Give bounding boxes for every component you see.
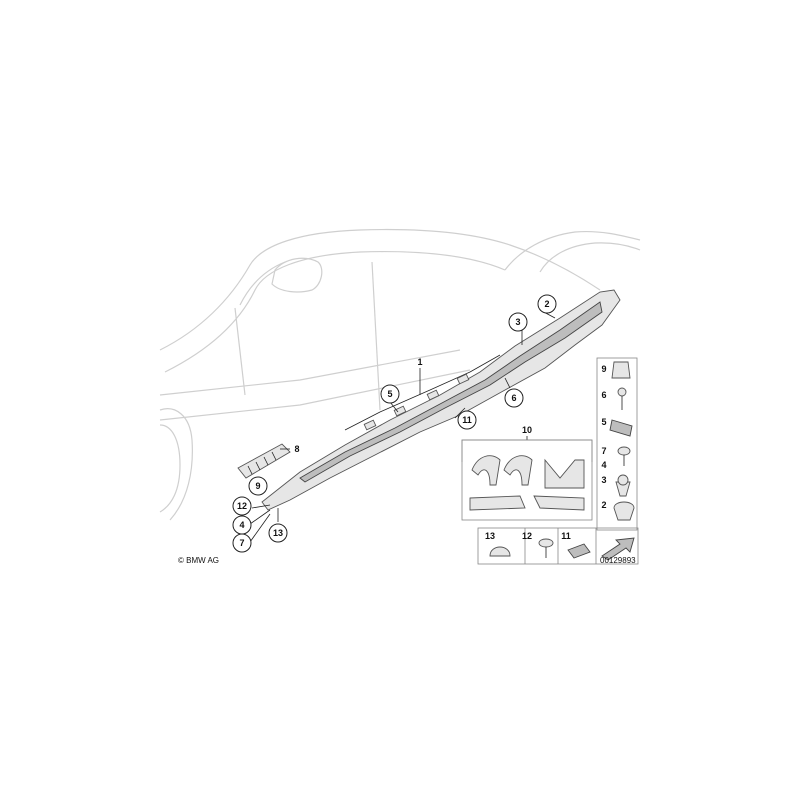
- diagram-id: 00129893: [600, 556, 636, 565]
- svg-text:13: 13: [485, 531, 495, 541]
- svg-text:9: 9: [601, 364, 606, 374]
- callout-3: 3: [508, 312, 528, 332]
- callout-9-label: 9: [255, 481, 260, 491]
- svg-text:5: 5: [601, 417, 606, 427]
- callout-4: 4: [232, 515, 252, 535]
- callout-7: 7: [232, 533, 252, 553]
- callout-1-label: 1: [417, 357, 422, 367]
- copyright-text: © BMW AG: [178, 556, 219, 565]
- fastener-2: 2: [601, 500, 635, 521]
- svg-text:6: 6: [601, 390, 606, 400]
- bottom-part-12: 12: [522, 531, 554, 558]
- callout-12: 12: [232, 496, 252, 516]
- fastener-7: 7: [601, 446, 631, 466]
- fastener-5: 5: [601, 417, 633, 437]
- clip-slots: [363, 373, 470, 431]
- callout-8-label: 8: [294, 444, 299, 454]
- bracket-part-8: [237, 443, 291, 479]
- callout-13: 13: [268, 523, 288, 543]
- callout-7-label: 7: [239, 538, 244, 548]
- callout-12-label: 12: [237, 501, 247, 511]
- bottom-row: 13 12 11: [477, 527, 639, 565]
- kit-box-10: 10: [461, 425, 593, 521]
- callout-8: 8: [294, 444, 299, 454]
- fastener-6: 6: [601, 387, 627, 410]
- callout-2: 2: [537, 294, 557, 314]
- fastener-column: 9 6 5 7 4 3 2: [596, 357, 638, 531]
- svg-text:12: 12: [522, 531, 532, 541]
- callout-2-label: 2: [544, 299, 549, 309]
- bottom-part-13: 13: [485, 531, 511, 557]
- fastener-4: 4: [601, 460, 606, 470]
- callout-1: 1: [417, 357, 422, 367]
- callout-13-label: 13: [273, 528, 283, 538]
- bottom-part-11: 11: [561, 531, 591, 559]
- svg-text:11: 11: [561, 531, 571, 541]
- svg-text:2: 2: [601, 500, 606, 510]
- svg-text:7: 7: [601, 446, 606, 456]
- fastener-9: 9: [601, 361, 631, 379]
- callout-11-label: 11: [462, 415, 472, 425]
- car-outline: [159, 228, 641, 521]
- callout-4-label: 4: [239, 520, 244, 530]
- arrow-symbol: [601, 537, 635, 561]
- callout-9: 9: [248, 476, 268, 496]
- svg-text:3: 3: [601, 475, 606, 485]
- callout-5: 5: [380, 384, 400, 404]
- callout-6-label: 6: [511, 393, 516, 403]
- fastener-3: 3: [601, 474, 631, 497]
- svg-text:4: 4: [601, 460, 606, 470]
- kit-label-10: 10: [522, 425, 532, 435]
- callout-11: 11: [457, 410, 477, 430]
- callout-3-label: 3: [515, 317, 520, 327]
- side-skirt: [261, 289, 621, 511]
- callout-5-label: 5: [387, 389, 392, 399]
- callout-6: 6: [504, 388, 524, 408]
